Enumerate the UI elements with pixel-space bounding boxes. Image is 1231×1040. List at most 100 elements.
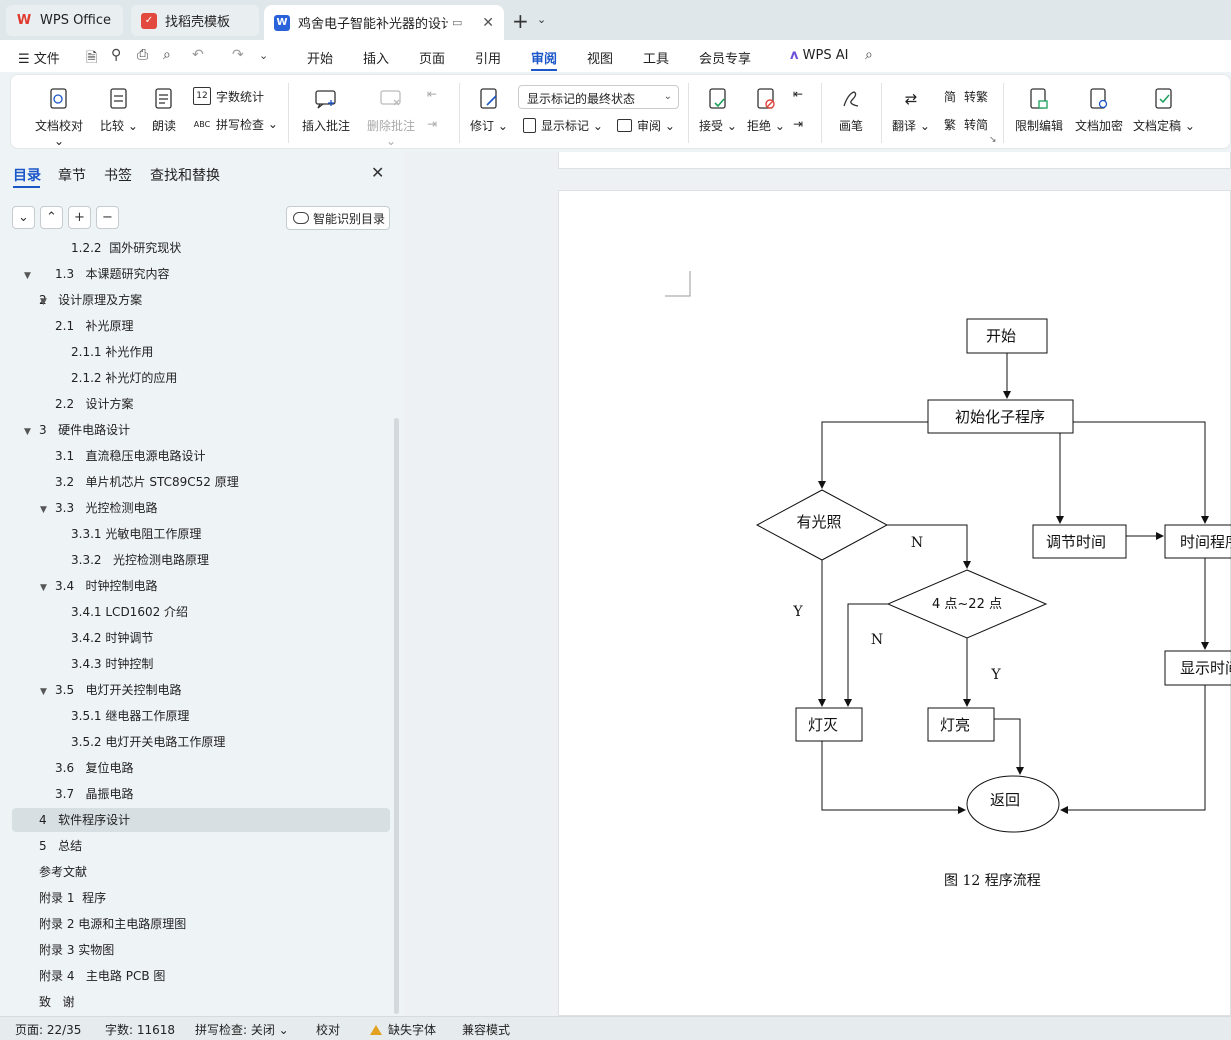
new-tab-icon[interactable]: +	[512, 9, 529, 33]
search-icon[interactable]: ⌕	[865, 47, 873, 63]
menu-tools[interactable]: 工具	[643, 52, 670, 67]
toc-item[interactable]: 致 谢	[39, 990, 379, 1010]
redo-icon[interactable]: ↷	[232, 47, 244, 63]
toc-item[interactable]: 2 设计原理及方案	[39, 288, 379, 312]
caret-down-icon[interactable]: ▼	[40, 505, 47, 515]
toc-item[interactable]: 3.2 单片机芯片 STC89C52 原理	[55, 470, 375, 494]
toc-item[interactable]: 3.5 电灯开关控制电路	[55, 678, 375, 702]
toc-item[interactable]: 2.1.1 补光作用	[71, 340, 371, 364]
caret-down-icon[interactable]: ▼	[40, 687, 47, 697]
toc-scrollbar[interactable]	[394, 418, 399, 1014]
proofread-status[interactable]: 校对	[316, 1023, 341, 1037]
prev-change-icon[interactable]: ⇤	[793, 87, 804, 101]
finalize-button[interactable]: 文档定稿 ⌄	[1133, 85, 1195, 134]
toc-item[interactable]: 附录 3 实物图	[39, 938, 379, 962]
collapse-all-button[interactable]: ⌃	[40, 206, 63, 229]
document-page[interactable]	[558, 190, 1231, 1016]
accept-button[interactable]: 接受 ⌄	[698, 85, 738, 134]
toc-item[interactable]: 附录 1 程序	[39, 886, 379, 910]
page-indicator[interactable]: 页面: 22/35	[15, 1023, 82, 1037]
toc-item[interactable]: 2.1 补光原理	[55, 314, 375, 338]
caret-down-icon[interactable]: ▼	[24, 427, 31, 437]
to-traditional-button[interactable]: 简 转繁	[941, 87, 988, 105]
spell-check-button[interactable]: ABC 拼写检查 ⌄	[193, 117, 278, 132]
caret-down-icon[interactable]: ▼	[24, 271, 31, 281]
menu-view[interactable]: 视图	[587, 52, 614, 67]
toc-item-selected[interactable]: 4 软件程序设计	[12, 808, 390, 832]
menu-review[interactable]: 审阅	[531, 52, 558, 67]
toc-item[interactable]: 3.4 时钟控制电路	[55, 574, 375, 598]
caret-down-icon[interactable]: ▼	[40, 583, 47, 593]
menu-insert[interactable]: 插入	[363, 52, 390, 67]
review-pane-button[interactable]: 审阅 ⌄	[617, 117, 675, 134]
markup-state-select[interactable]: 显示标记的最终状态 ⌄	[518, 85, 679, 109]
tab-toc[interactable]: 目录	[13, 168, 41, 184]
menu-member[interactable]: 会员专享	[699, 52, 752, 67]
tab-bookmarks[interactable]: 书签	[104, 168, 132, 184]
read-aloud-button[interactable]: 朗读	[149, 85, 179, 134]
spell-check-status[interactable]: 拼写检查: 关闭 ⌄	[195, 1023, 289, 1037]
smart-toc-button[interactable]: 智能识别目录	[286, 206, 390, 230]
toc-item[interactable]: 参考文献	[39, 860, 379, 884]
expand-all-button[interactable]: ⌄	[12, 206, 35, 229]
toc-item[interactable]: 3.4.3 时钟控制	[71, 652, 371, 676]
toc-item[interactable]: 3.6 复位电路	[55, 756, 375, 780]
encrypt-button[interactable]: 文档加密	[1071, 85, 1127, 134]
compare-button[interactable]: 比较 ⌄	[99, 85, 139, 134]
expand-corner-icon[interactable]: ↘	[989, 135, 997, 145]
reject-button[interactable]: 拒绝 ⌄	[746, 85, 786, 134]
chevron-down-icon[interactable]: ⌄	[537, 13, 547, 26]
tab-template[interactable]: ✓ 找稻壳模板	[131, 5, 259, 36]
pen-button[interactable]: 画笔	[835, 85, 867, 134]
missing-font-status[interactable]: 缺失字体	[370, 1021, 436, 1038]
tab-find-replace[interactable]: 查找和替换	[150, 168, 220, 184]
next-comment-icon[interactable]: ⇥	[427, 117, 438, 131]
insert-comment-button[interactable]: 插入批注	[299, 85, 353, 134]
prev-comment-icon[interactable]: ⇤	[427, 87, 438, 101]
tab-document[interactable]: W 鸡舍电子智能补光器的设计 毕 ▭ ✕	[264, 5, 504, 40]
toc-item[interactable]: 3 硬件电路设计	[39, 418, 379, 442]
track-changes-button[interactable]: 修订 ⌄	[469, 85, 509, 134]
translate-button[interactable]: ⇄ 翻译 ⌄	[891, 85, 931, 134]
toc-item[interactable]: 3.3 光控检测电路	[55, 496, 375, 520]
toc-item[interactable]: 3.4.1 LCD1602 介绍	[71, 600, 371, 624]
close-icon[interactable]: ✕	[482, 14, 494, 31]
word-count-status[interactable]: 字数: 11618	[105, 1023, 176, 1037]
toc-item[interactable]: 3.3.1 光敏电阻工作原理	[71, 522, 371, 546]
tab-wps-office[interactable]: W WPS Office	[6, 5, 123, 36]
save-icon[interactable]: 🗎	[86, 50, 98, 66]
monitor-icon[interactable]: ▭	[452, 16, 463, 29]
wps-ai-button[interactable]: ʌ WPS AI	[790, 48, 848, 63]
toc-item[interactable]: 2.2 设计方案	[55, 392, 375, 416]
print-preview-icon[interactable]: ⌕	[163, 47, 171, 63]
show-markup-button[interactable]: 显示标记 ⌄	[523, 117, 603, 134]
add-heading-button[interactable]: +	[68, 206, 91, 229]
toc-item[interactable]: 3.1 直流稳压电源电路设计	[55, 444, 375, 468]
remove-heading-button[interactable]: −	[96, 206, 119, 229]
toc-item[interactable]: 2.1.2 补光灯的应用	[71, 366, 371, 390]
toc-item[interactable]: 1.2.2 国外研究现状	[71, 240, 371, 260]
print-icon[interactable]: ⎙	[137, 47, 149, 63]
toc-item[interactable]: 1.3 本课题研究内容	[55, 262, 375, 286]
toc-item[interactable]: 3.4.2 时钟调节	[71, 626, 371, 650]
toc-item[interactable]: 3.7 晶振电路	[55, 782, 375, 806]
toc-item[interactable]: 3.5.1 继电器工作原理	[71, 704, 371, 728]
word-count-button[interactable]: 12 字数统计	[193, 87, 264, 105]
menu-page[interactable]: 页面	[419, 52, 446, 67]
delete-comment-button[interactable]: 删除批注 ⌄	[361, 85, 421, 148]
toc-item[interactable]: 附录 2 电源和主电路原理图	[39, 912, 379, 936]
to-simplified-button[interactable]: 繁 转简	[941, 115, 988, 133]
toc-item[interactable]: 5 总结	[39, 834, 379, 858]
toc-item[interactable]: 3.3.2 光控检测电路原理	[71, 548, 371, 572]
quick-access-chevron-icon[interactable]: ⌄	[259, 49, 269, 62]
menu-reference[interactable]: 引用	[475, 52, 502, 67]
undo-icon[interactable]: ↶	[192, 47, 204, 63]
next-change-icon[interactable]: ⇥	[793, 117, 804, 131]
restrict-edit-button[interactable]: 限制编辑	[1011, 85, 1067, 134]
toc-item[interactable]: 附录 4 主电路 PCB 图	[39, 964, 379, 988]
caret-down-icon[interactable]: ▼	[40, 297, 47, 307]
doc-check-button[interactable]: 文档校对 ⌄	[29, 85, 89, 148]
close-icon[interactable]: ✕	[371, 163, 385, 182]
file-menu[interactable]: ☰ 文件	[18, 52, 60, 67]
toc-item[interactable]: 3.5.2 电灯开关电路工作原理	[71, 730, 371, 754]
